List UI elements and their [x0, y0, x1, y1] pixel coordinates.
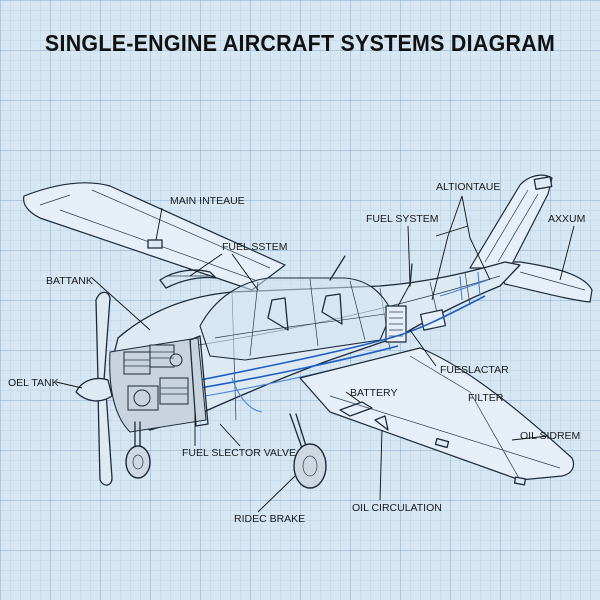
callout-labels: MAIN INTEAUE FUEL SSTEM BATTANK OEL TANK… — [8, 181, 585, 525]
label-altiontaue: ALTIONTAUE — [436, 181, 500, 193]
fuselage — [109, 255, 521, 431]
label-fuel-system: FUEL SYSTEM — [366, 213, 439, 225]
label-fuel-sstem: FUEL SSTEM — [222, 241, 288, 253]
spinner — [75, 377, 113, 402]
label-filter: FILTER — [468, 392, 504, 404]
label-fueslactar: FUESLACTAR — [440, 364, 509, 376]
label-battank: BATTANK — [46, 275, 93, 287]
landing-gear — [125, 413, 327, 489]
page-title: SINGLE-ENGINE AIRCRAFT SYSTEMS DIAGRAM — [44, 30, 556, 56]
left-wing — [23, 182, 286, 291]
propeller — [75, 291, 113, 486]
tail-assembly — [469, 174, 593, 303]
battery-box — [339, 401, 373, 417]
label-ridec-brake: RIDEC BRAKE — [234, 513, 305, 525]
label-main-inteaue: MAIN INTEAUE — [170, 195, 245, 207]
right-wing — [299, 347, 575, 486]
label-oil-circulation: OIL CIRCULATION — [352, 502, 442, 514]
label-oil-sidrem: OIL SIDREM — [520, 430, 580, 442]
label-fuel-slector-valve: FUEL SLECTOR VALVE — [182, 447, 296, 459]
engine-assembly — [109, 335, 209, 433]
wing-fuel-cap — [147, 239, 163, 249]
label-axxum: AXXUM — [548, 213, 585, 225]
label-battery: BATTERY — [350, 387, 397, 399]
leader-lines — [55, 195, 575, 513]
label-oel-tank: OEL TANK — [8, 377, 59, 389]
